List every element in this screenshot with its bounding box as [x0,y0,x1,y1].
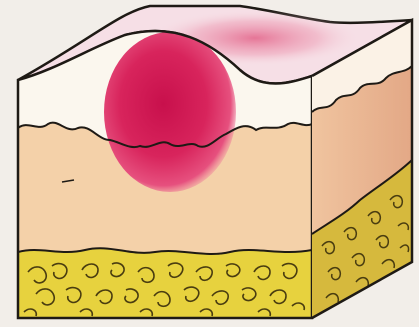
red-lesion-icon [104,32,236,192]
